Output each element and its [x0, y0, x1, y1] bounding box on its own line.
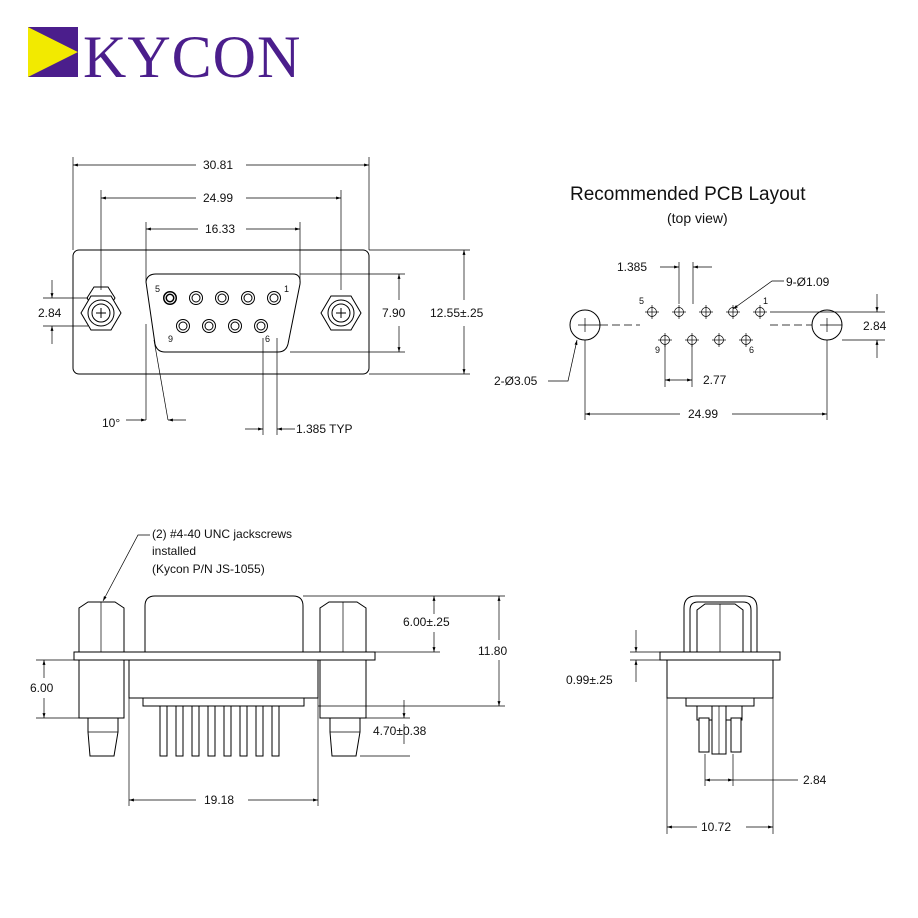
pcb-pin-label-5: 5 — [639, 296, 644, 306]
pin-label-6: 6 — [265, 334, 270, 344]
dim-mount-spacing: 24.99 — [203, 191, 233, 205]
kycon-logo: KYCON — [28, 24, 301, 90]
pcb-layout: Recommended PCB Layout (top view) 5 1 9 … — [494, 184, 887, 421]
pcb-dim-mount-spacing: 24.99 — [688, 407, 718, 421]
flange — [72, 249, 370, 375]
pin-contact — [215, 291, 229, 305]
side-flange — [73, 651, 376, 661]
pin-contact — [176, 319, 190, 333]
pcb-pin-holes — [645, 305, 767, 347]
pcb-dim-row-pitch: 2.77 — [703, 373, 727, 387]
dim-overall-width: 30.81 — [203, 158, 233, 172]
pcb-pin-hole — [753, 305, 767, 319]
solder-tail — [191, 705, 200, 757]
pcb-dim-pitch: 1.385 — [617, 260, 647, 274]
pcb-pin-hole — [699, 305, 713, 319]
dim-tail-length: 4.70±0.38 — [373, 724, 427, 738]
jackscrew-note-3: (Kycon P/N JS-1055) — [152, 562, 265, 576]
pin-contact — [254, 319, 268, 333]
end-body — [666, 659, 774, 699]
pin-label-1: 1 — [284, 284, 289, 294]
pin-contact — [228, 319, 242, 333]
pin-label-9: 9 — [168, 334, 173, 344]
dim-mount-span: 19.18 — [204, 793, 234, 807]
pcb-subtitle: (top view) — [667, 210, 728, 226]
solder-tail — [255, 705, 264, 757]
jackscrew-note-1: (2) #4-40 UNC jackscrews — [152, 527, 292, 541]
solder-tail — [175, 705, 184, 757]
dim-shell-height: 7.90 — [382, 306, 406, 320]
side-shell — [144, 595, 304, 653]
pcb-dim-mount-holes: 2-Ø3.05 — [494, 374, 538, 388]
solder-tail — [239, 705, 248, 757]
mount-hole-left — [80, 286, 122, 331]
d-shell — [145, 273, 301, 353]
mount-hole-right — [320, 295, 362, 331]
pin-label-5: 5 — [155, 284, 160, 294]
pin-contact — [163, 291, 177, 305]
pin-contact — [241, 291, 255, 305]
solder-tail — [271, 705, 280, 757]
end-dim-row-offset: 2.84 — [803, 773, 827, 787]
dim-shell-depth: 6.00±.25 — [403, 615, 450, 629]
end-dim-flange: 0.99±.25 — [566, 673, 613, 687]
pcb-title: Recommended PCB Layout — [570, 184, 806, 205]
side-view: (2) #4-40 UNC jackscrews installed (Kyco… — [30, 527, 507, 807]
pcb-dim-row-offset: 2.84 — [863, 319, 887, 333]
pcb-pin-hole — [739, 333, 753, 347]
dim-mount-offset: 2.84 — [38, 306, 62, 320]
front-view: 5 1 9 6 30.81 24.99 16.33 2.84 7.90 — [38, 157, 484, 436]
pcb-pin-label-1: 1 — [763, 296, 768, 306]
pin-contact — [202, 319, 216, 333]
pcb-pin-hole — [672, 305, 686, 319]
dim-total-height: 11.80 — [478, 644, 507, 658]
pcb-pin-hole — [658, 333, 672, 347]
pcb-dim-pin-holes: 9-Ø1.09 — [786, 275, 830, 289]
pin-contact — [267, 291, 281, 305]
solder-tail — [207, 705, 216, 757]
solder-tail — [223, 705, 232, 757]
pcb-pin-label-9: 9 — [655, 345, 660, 355]
side-body — [128, 659, 319, 699]
pcb-pin-hole — [685, 333, 699, 347]
pcb-pin-hole — [726, 305, 740, 319]
pcb-pin-hole — [712, 333, 726, 347]
dim-overall-height: 12.55±.25 — [430, 306, 484, 320]
end-view: 0.99±.25 2.84 10.72 — [566, 595, 827, 834]
end-pins — [698, 705, 742, 755]
brand-name: KYCON — [83, 24, 301, 90]
solder-tail — [159, 705, 168, 757]
pin-contact — [189, 291, 203, 305]
jackscrew-right — [319, 601, 367, 757]
end-dim-width: 10.72 — [701, 820, 731, 834]
dim-jackscrew-height: 6.00 — [30, 681, 54, 695]
jackscrew-note-2: installed — [152, 544, 196, 558]
jackscrew-left — [78, 601, 125, 757]
pcb-pin-hole — [645, 305, 659, 319]
side-pins — [159, 705, 280, 757]
logo-triangle — [28, 27, 78, 77]
dim-pin-pitch: 1.385 TYP — [296, 422, 352, 436]
dim-angle: 10° — [102, 416, 120, 430]
pin-array — [163, 291, 281, 333]
pcb-pin-label-6: 6 — [749, 345, 754, 355]
end-flange — [659, 651, 781, 661]
dim-shell-width: 16.33 — [205, 222, 235, 236]
